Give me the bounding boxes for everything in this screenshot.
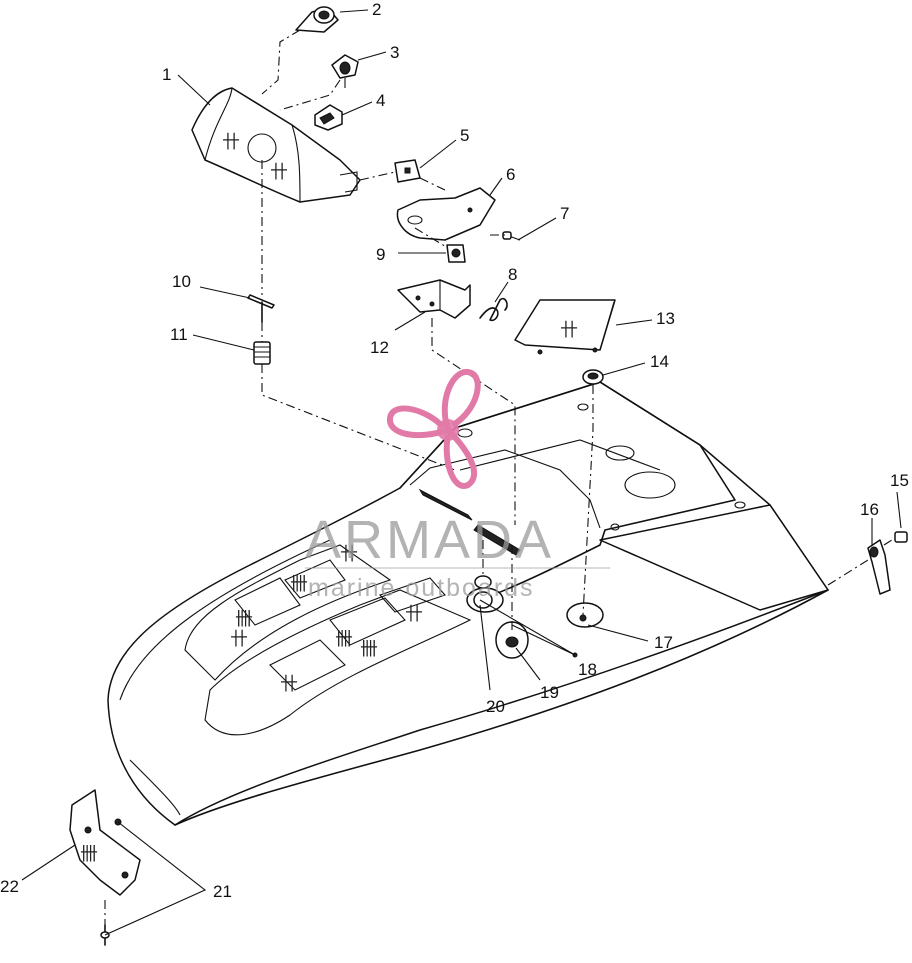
callout-8: 8: [508, 265, 517, 284]
watermark-tagline: marine outboards: [308, 574, 535, 602]
callout-13: 13: [656, 309, 675, 328]
callout-19: 19: [540, 683, 559, 702]
hood-markings: 卄 卌 卌 卄 卄 卌 卌 卄: [230, 544, 423, 695]
part-12-latch-bracket: [397, 279, 471, 319]
part-16-rod: [867, 539, 891, 595]
svg-text:卄: 卄: [270, 162, 288, 183]
part-6-hinge-bracket: [396, 187, 496, 241]
part-11-spring: [253, 341, 271, 365]
part-2-knob: [295, 6, 339, 33]
part-10-pin: [247, 294, 275, 323]
hood-body: [107, 381, 829, 826]
callout-16: 16: [860, 500, 879, 519]
callout-5: 5: [460, 126, 469, 145]
svg-text:卌: 卌: [360, 639, 378, 660]
callout-3: 3: [390, 43, 399, 62]
watermark-brand: ARMADA: [305, 510, 554, 570]
part-7-screw: [502, 231, 521, 241]
callout-17: 17: [654, 633, 673, 652]
callout-10: 10: [172, 272, 191, 291]
callout-18: 18: [578, 660, 597, 679]
part-15-bolt: [894, 531, 908, 543]
svg-text:卌: 卌: [235, 609, 253, 630]
part-4-clip: [314, 104, 343, 131]
part-1-top-panel: 卄 卄: [191, 87, 361, 203]
callout-labels: 1 2 3 4 5 6 7 8 9 10 11 12 13 14 15 16 1…: [0, 0, 909, 901]
callout-1: 1: [162, 65, 171, 84]
callout-15: 15: [890, 471, 909, 490]
propeller-logo-icon: [387, 369, 481, 489]
leader-lines: [21, 9, 902, 936]
watermark: ARMADA marine outboards: [305, 369, 610, 602]
callout-9: 9: [376, 245, 385, 264]
svg-text:卄: 卄: [222, 132, 240, 153]
callout-6: 6: [506, 165, 515, 184]
callout-22: 22: [0, 877, 19, 896]
callout-14: 14: [650, 352, 669, 371]
part-5-plate: [394, 159, 421, 183]
svg-text:卄: 卄: [230, 629, 248, 650]
part-17-screw: [579, 614, 587, 622]
svg-text:卌: 卌: [80, 844, 98, 865]
svg-text:卌: 卌: [290, 574, 308, 595]
callout-7: 7: [560, 204, 569, 223]
callout-21: 21: [213, 882, 232, 901]
svg-text:卄: 卄: [560, 320, 578, 341]
part-14-grommet: [582, 369, 604, 385]
part-3-grommet: [331, 54, 359, 88]
part-22-hinge-plate: 卌: [69, 789, 141, 896]
part-9-nut: [446, 244, 466, 263]
svg-text:卄: 卄: [340, 544, 358, 565]
callout-11: 11: [170, 325, 188, 344]
callout-4: 4: [376, 91, 385, 110]
part-19-nut: [505, 636, 519, 648]
svg-text:卄: 卄: [405, 604, 423, 625]
part-8-spring-clip: [479, 297, 508, 322]
svg-text:卌: 卌: [335, 629, 353, 650]
svg-text:卄: 卄: [280, 674, 298, 695]
callout-12: 12: [370, 338, 389, 357]
callout-2: 2: [372, 0, 381, 19]
part-13-cover-lid: 卄: [514, 299, 616, 355]
callout-20: 20: [486, 697, 505, 716]
